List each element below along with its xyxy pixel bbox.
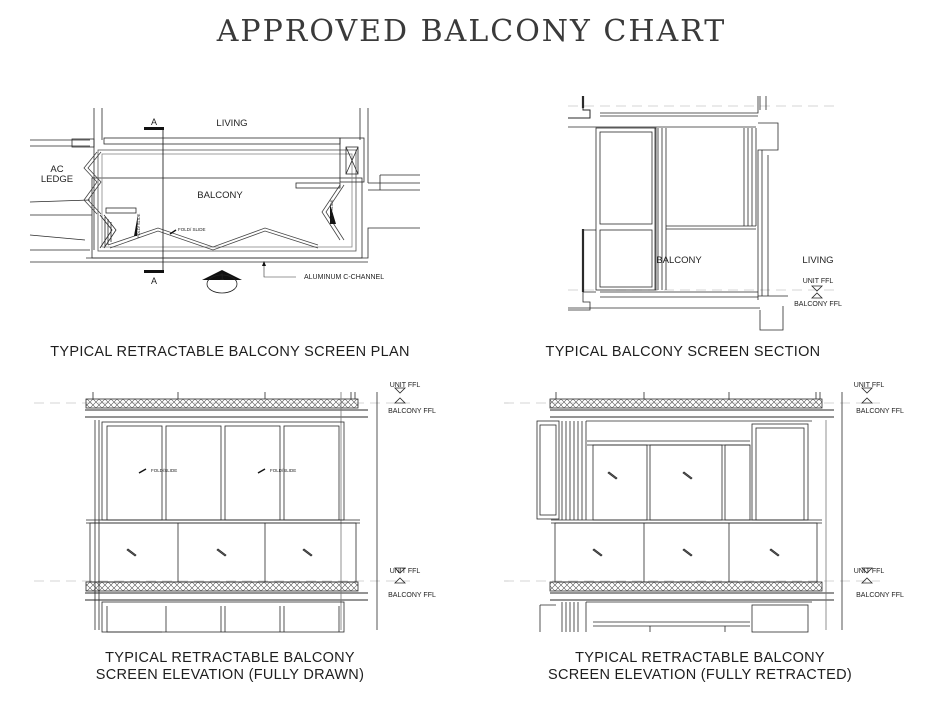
plan-labels: LIVING BALCONY AC LEDGE A A 1 FOLD/ SLID… bbox=[41, 117, 384, 286]
elevation-drawn-caption: TYPICAL RETRACTABLE BALCONY SCREEN ELEVA… bbox=[30, 650, 430, 684]
section-mark-top: A bbox=[151, 117, 157, 127]
section-label-balcony: BALCONY bbox=[656, 255, 702, 266]
elev-drawn-balcony-ffl-top: BALCONY FFL bbox=[388, 408, 436, 415]
section-label-living: LIVING bbox=[802, 255, 833, 266]
label-balcony: BALCONY bbox=[197, 190, 243, 201]
elevation-reference-number: 1 bbox=[219, 272, 224, 282]
label-ac-ledge-line1: AC bbox=[50, 164, 63, 175]
elevation-retracted-caption-line2: SCREEN ELEVATION (FULLY RETRACTED) bbox=[547, 667, 852, 683]
elevation-drawn-labels: FOLD/SLIDE FOLD/SLIDE UNIT FFL BALCONY F… bbox=[151, 382, 436, 599]
section-caption: TYPICAL BALCONY SCREEN SECTION bbox=[545, 344, 821, 360]
page-title: APPROVED BALCONY CHART bbox=[216, 14, 727, 49]
elev-retracted-unit-ffl-top: UNIT FFL bbox=[854, 382, 885, 389]
label-fold-slide: FOLD/ SLIDE bbox=[178, 227, 206, 232]
section-labels: BALCONY LIVING UNIT FFL BALCONY FFL bbox=[656, 255, 842, 308]
section-drawing bbox=[568, 96, 840, 331]
elevation-retracted-caption-line1: TYPICAL RETRACTABLE BALCONY bbox=[575, 650, 825, 666]
label-ac-ledge-line2: LEDGE bbox=[41, 174, 73, 185]
label-aluminum-c-channel: ALUMINUM C-CHANNEL bbox=[304, 274, 384, 281]
section-label-balcony-ffl: BALCONY FFL bbox=[794, 301, 842, 308]
elev-drawn-unit-ffl-bottom: UNIT FFL bbox=[390, 568, 421, 575]
label-fold-slide-right: FOLD/ SLIDE bbox=[329, 199, 334, 224]
label-fold-slide-left: FOLD/ SLIDE bbox=[136, 213, 141, 238]
elev-drawn-unit-ffl-top: UNIT FFL bbox=[390, 382, 421, 389]
elev-drawn-fold-slide-1: FOLD/SLIDE bbox=[151, 468, 177, 473]
elev-drawn-fold-slide-2: FOLD/SLIDE bbox=[270, 468, 296, 473]
section-mark-bottom: A bbox=[151, 276, 157, 286]
elevation-retracted-labels: UNIT FFL BALCONY FFL UNIT FFL BALCONY FF… bbox=[854, 382, 904, 599]
elev-retracted-unit-ffl-bottom: UNIT FFL bbox=[854, 568, 885, 575]
plan-drawing bbox=[29, 108, 420, 294]
elevation-drawn-caption-line2: SCREEN ELEVATION (FULLY DRAWN) bbox=[95, 667, 365, 683]
elev-drawn-balcony-ffl-bottom: BALCONY FFL bbox=[388, 592, 436, 599]
elevation-drawn-drawing bbox=[34, 387, 410, 633]
elev-retracted-balcony-ffl-bottom: BALCONY FFL bbox=[856, 592, 904, 599]
elev-retracted-balcony-ffl-top: BALCONY FFL bbox=[856, 408, 904, 415]
elevation-drawn-caption-line1: TYPICAL RETRACTABLE BALCONY bbox=[105, 650, 355, 666]
label-living: LIVING bbox=[216, 118, 247, 129]
section-label-unit-ffl: UNIT FFL bbox=[803, 278, 834, 285]
elevation-retracted-drawing bbox=[504, 387, 880, 633]
elevation-retracted-caption: TYPICAL RETRACTABLE BALCONY SCREEN ELEVA… bbox=[490, 650, 910, 684]
plan-caption: TYPICAL RETRACTABLE BALCONY SCREEN PLAN bbox=[50, 344, 410, 360]
